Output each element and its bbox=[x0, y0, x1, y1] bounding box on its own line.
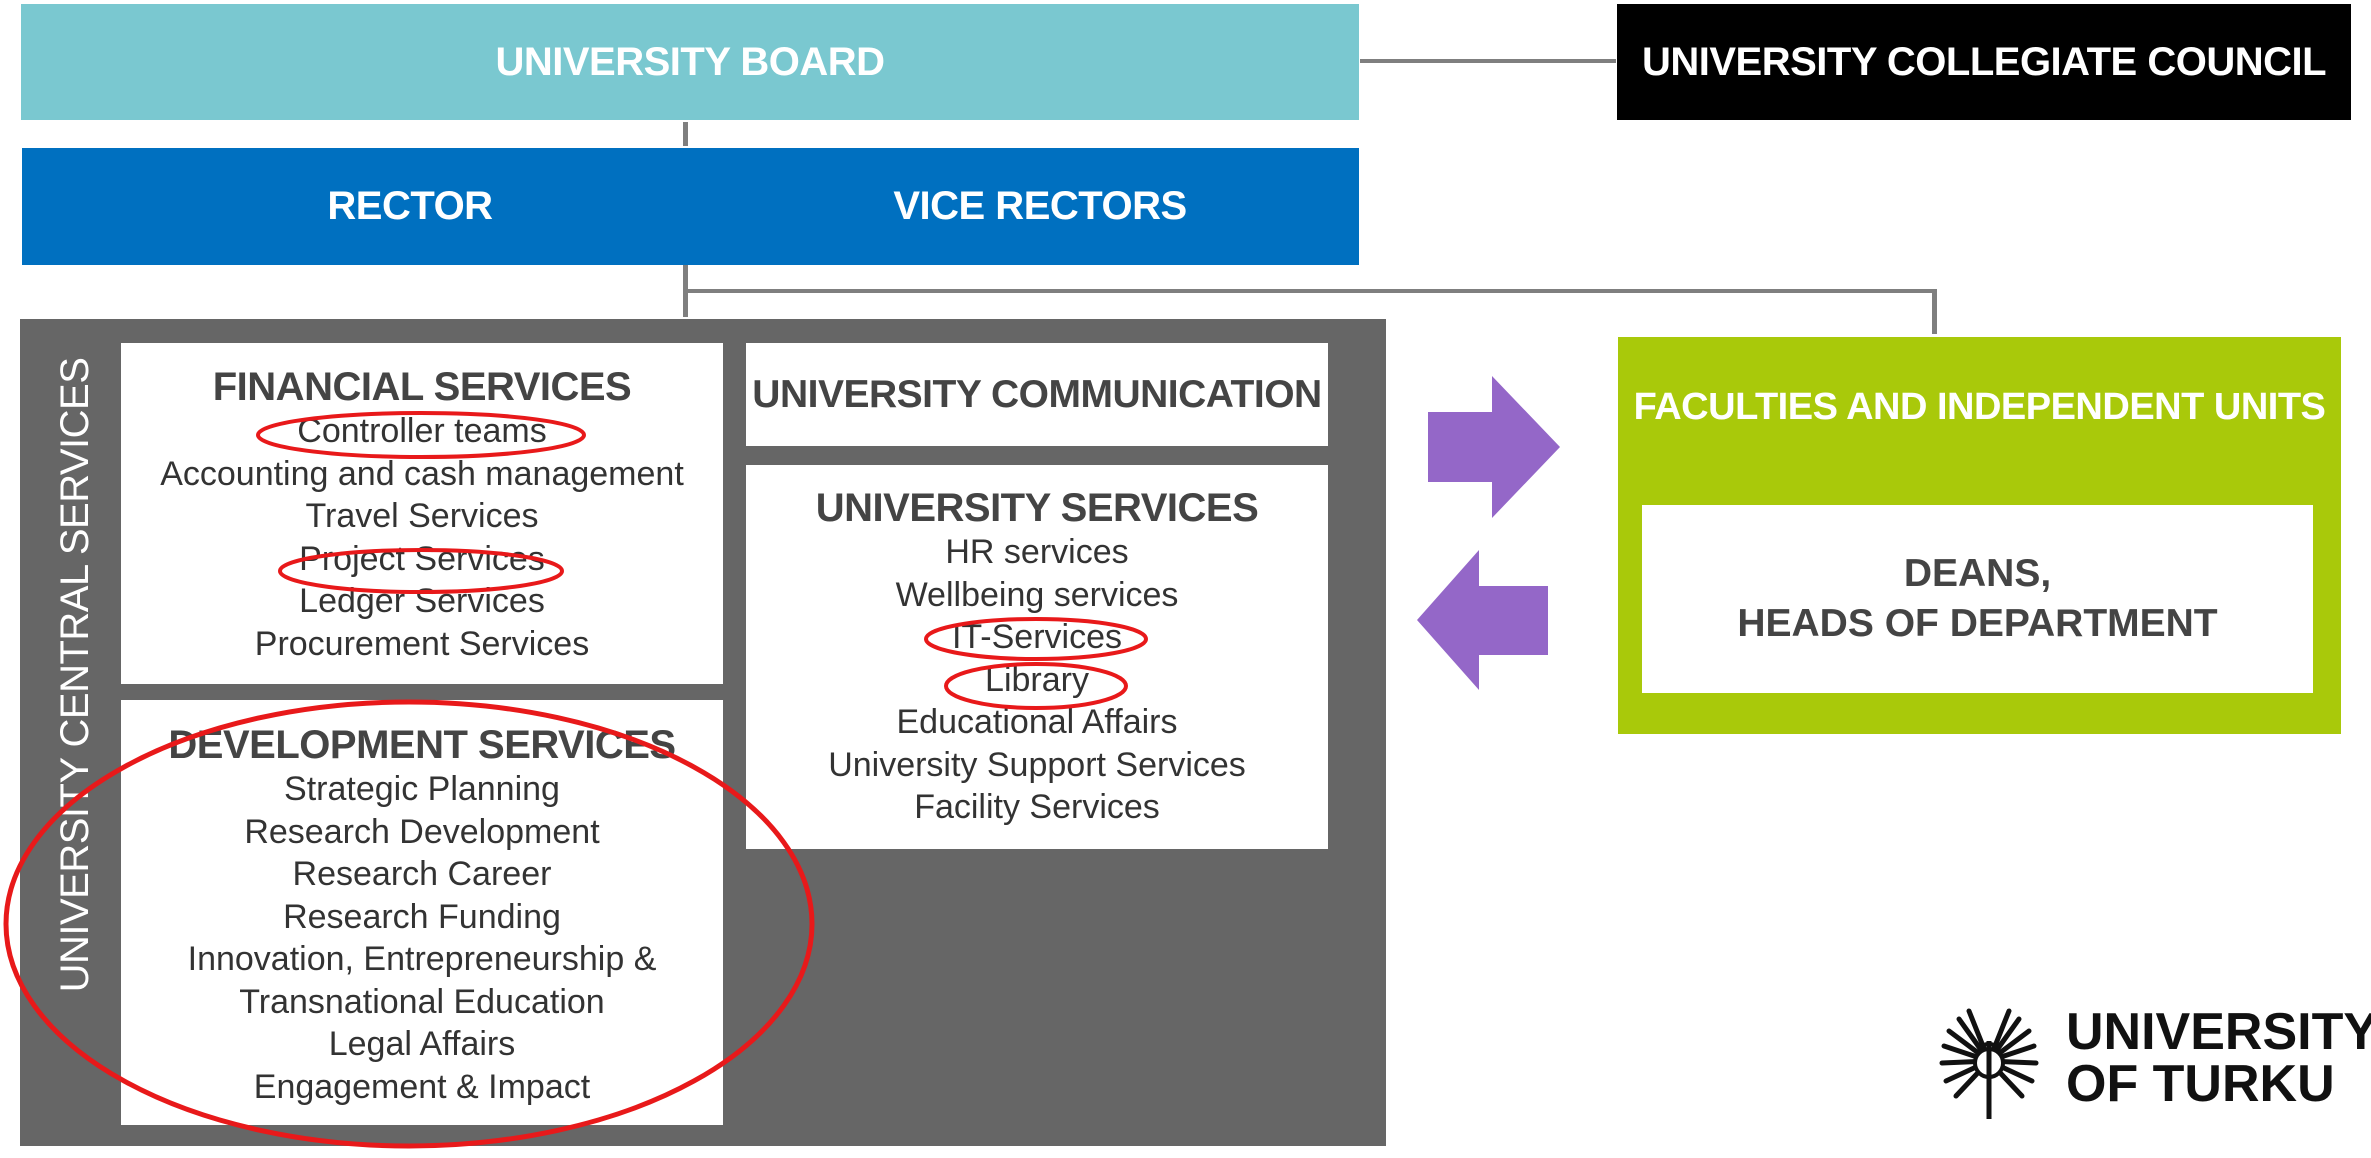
financial-item: Procurement Services bbox=[254, 624, 590, 663]
collegiate-council-box: UNIVERSITY COLLEGIATE COUNCIL bbox=[1617, 4, 2351, 120]
deans-line-2: HEADS OF DEPARTMENT bbox=[1737, 602, 2218, 645]
financial-services-title: FINANCIAL SERVICES bbox=[212, 365, 632, 409]
logo-text-line-2: OF TURKU bbox=[2066, 1055, 2335, 1113]
deans-box: DEANS, HEADS OF DEPARTMENT bbox=[1642, 505, 2313, 693]
board-council-connector bbox=[1360, 59, 1616, 63]
central-services-label: UNIVERSITY CENTRAL SERVICES bbox=[52, 357, 97, 993]
faculties-title: FACULTIES AND INDEPENDENT UNITS bbox=[1633, 385, 2326, 428]
development-item: Innovation, Entrepreneurship & bbox=[187, 940, 657, 978]
university-services-item: HR services bbox=[945, 533, 1129, 571]
university-services-item: Facility Services bbox=[914, 788, 1160, 826]
deans-line-1: DEANS, bbox=[1903, 552, 2052, 595]
faculties-box: FACULTIES AND INDEPENDENT UNITS DEANS, H… bbox=[1618, 337, 2341, 734]
rector-faculties-connector-v bbox=[1932, 289, 1937, 334]
development-services-title: DEVELOPMENT SERVICES bbox=[168, 723, 676, 767]
collegiate-council-label: UNIVERSITY COLLEGIATE COUNCIL bbox=[1641, 39, 2327, 84]
university-board-box: UNIVERSITY BOARD bbox=[21, 4, 1359, 120]
development-item: Legal Affairs bbox=[328, 1025, 516, 1063]
communication-title: UNIVERSITY COMMUNICATION bbox=[752, 372, 1322, 416]
rector-faculties-connector-h bbox=[683, 289, 1937, 293]
arrow-left-icon bbox=[1417, 550, 1548, 690]
logo-text-line-1: UNIVERSITY bbox=[2066, 1003, 2371, 1061]
university-board-label: UNIVERSITY BOARD bbox=[495, 39, 885, 84]
development-item: Research Development bbox=[244, 812, 600, 851]
financial-services-box: FINANCIAL SERVICES Controller teams Acco… bbox=[121, 343, 723, 684]
arrow-right-icon bbox=[1428, 376, 1560, 518]
university-services-item: Educational Affairs bbox=[896, 703, 1178, 741]
board-rector-connector bbox=[683, 122, 688, 146]
development-item: Strategic Planning bbox=[284, 770, 560, 808]
financial-item: Controller teams bbox=[297, 412, 547, 450]
financial-item: Travel Services bbox=[305, 497, 539, 535]
university-services-box: UNIVERSITY SERVICES HR services Wellbein… bbox=[746, 465, 1328, 849]
vice-rectors-label: VICE RECTORS bbox=[893, 184, 1187, 228]
university-services-item: Wellbeing services bbox=[895, 575, 1179, 614]
development-item: Engagement & Impact bbox=[253, 1067, 591, 1106]
development-item: Transnational Education bbox=[239, 982, 605, 1021]
communication-box: UNIVERSITY COMMUNICATION bbox=[746, 343, 1328, 446]
university-services-item: IT-Services bbox=[951, 618, 1123, 656]
development-services-box: DEVELOPMENT SERVICES Strategic Planning … bbox=[121, 700, 723, 1125]
logo-emblem-icon bbox=[1939, 1008, 2039, 1119]
development-item: Research Funding bbox=[283, 897, 561, 936]
university-of-turku-logo: UNIVERSITY OF TURKU bbox=[1934, 1001, 2371, 1123]
development-item: Research Career bbox=[292, 855, 552, 893]
rector-box: RECTOR VICE RECTORS bbox=[22, 148, 1359, 265]
rector-label: RECTOR bbox=[327, 184, 493, 228]
financial-item: Accounting and cash management bbox=[160, 454, 684, 493]
financial-item: Ledger Services bbox=[299, 582, 545, 620]
financial-item: Project Services bbox=[299, 539, 545, 578]
university-services-item: Library bbox=[985, 660, 1089, 699]
university-services-title: UNIVERSITY SERVICES bbox=[815, 486, 1259, 530]
university-services-item: University Support Services bbox=[828, 745, 1246, 784]
